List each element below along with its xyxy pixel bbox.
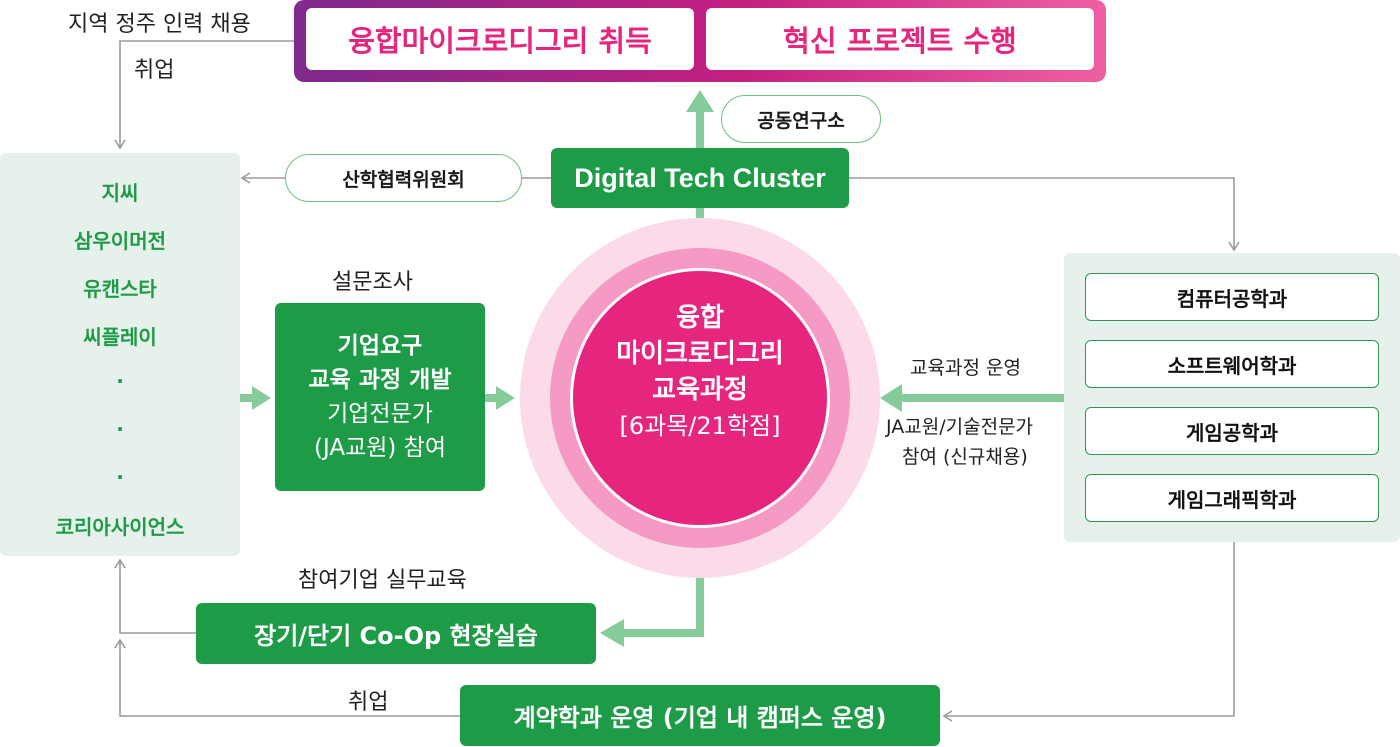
ellipsis-dot: · [116,465,124,489]
center-line-4: [6과목/21학점] [619,412,781,440]
company-item: 삼우이머전 [74,229,166,253]
dept-game-graphics: 게임그래픽학과 [1085,474,1379,522]
joint-lab-pill: 공동연구소 [721,95,881,143]
employment-label-bottom: 취업 [348,690,389,715]
arrow-depts-head [880,384,902,412]
local-hire-label: 지역 정주 인력 채용 [68,12,251,37]
ellipsis-dot: · [116,369,124,393]
digital-tech-cluster-box: Digital Tech Cluster [551,148,849,208]
company-item: 씨플레이 [83,325,157,349]
arrow-left-head-coop [600,619,624,647]
contract-department-box: 계약학과 운영 (기업 내 캠퍼스 운영) [460,685,940,746]
ellipsis-dot: · [116,417,124,441]
practice-label: 참여기업 실무교육 [298,568,467,593]
ja-faculty-label: JA교원/기술전문가 [886,416,1034,438]
dept-computer-engineering: 컴퓨터공학과 [1085,273,1379,321]
demand-title-1: 기업요구 [337,333,423,359]
line-coop-to-left-panel [114,558,196,634]
line-contract-to-left-panel [114,638,460,717]
curriculum-op-label: 교육과정 운영 [910,357,1021,379]
company-item: 지씨 [101,181,139,205]
center-line-3: 교육과정 [652,375,748,405]
dept-game-engineering: 게임공학과 [1085,407,1379,455]
demand-title-2: 교육 과정 개발 [308,367,452,393]
companies-panel: 지씨 삼우이머전 유캔스타 씨플레이 · · · 코리아사이언스 [0,153,240,556]
employment-label-top: 취업 [134,58,175,83]
arrow-left-panel-head [252,386,271,410]
new-hire-label: 참여 (신규채용) [902,446,1028,468]
line-top-to-left-panel [114,40,294,150]
microdegree-acquire-box: 융합마이크로디그리 취득 [306,8,694,70]
arrow-up-head [686,90,714,112]
line-depts-to-contract [942,542,1235,722]
survey-label: 설문조사 [332,270,413,295]
microdegree-center-circle [570,268,830,528]
arrow-demand-head [496,386,515,410]
industry-council-pill: 산학협력위원회 [285,154,522,202]
company-demand-box: 기업요구 교육 과정 개발 기업전문가 (JA교원) 참여 [275,303,485,491]
center-line-1: 융합 [676,303,724,333]
dept-software: 소프트웨어학과 [1085,340,1379,388]
center-text: 융합 마이크로디그리 교육과정 [6과목/21학점] [570,300,830,444]
company-item: 유캔스타 [83,277,157,301]
center-line-2: 마이크로디그리 [616,339,784,369]
line-cluster-to-depts [849,177,1240,252]
innovation-project-box: 혁신 프로젝트 수행 [706,8,1094,70]
demand-sub-1: 기업전문가 [327,401,433,427]
coop-internship-box: 장기/단기 Co-Op 현장실습 [196,603,596,664]
company-item: 코리아사이언스 [55,515,185,539]
demand-sub-2: (JA교원) 참여 [313,435,446,461]
